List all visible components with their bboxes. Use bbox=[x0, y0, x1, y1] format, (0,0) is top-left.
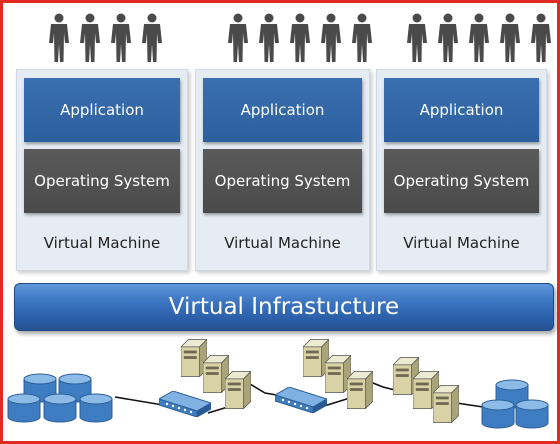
database-icon bbox=[79, 393, 113, 423]
database-icon bbox=[7, 393, 41, 423]
virtual-machine-label: Virtual Machine bbox=[224, 234, 341, 252]
virtual-machine-1: Application Operating System Virtual Mac… bbox=[16, 69, 188, 271]
person-icon bbox=[259, 13, 279, 62]
person-icon bbox=[111, 13, 131, 62]
users-group-2 bbox=[227, 13, 373, 63]
operating-system-layer: Operating System bbox=[24, 149, 180, 213]
switch-icon bbox=[275, 387, 327, 413]
storage-cluster-right bbox=[481, 379, 549, 429]
person-icon bbox=[352, 13, 372, 62]
server-icon bbox=[225, 371, 251, 409]
switch-icon bbox=[159, 391, 211, 417]
users-group-1 bbox=[48, 13, 163, 63]
storage-cluster-left bbox=[7, 373, 113, 423]
person-icon bbox=[49, 13, 69, 62]
database-icon bbox=[481, 399, 515, 429]
person-icon bbox=[469, 13, 489, 62]
virtual-machine-label: Virtual Machine bbox=[43, 234, 161, 252]
person-icon bbox=[407, 13, 427, 62]
virtual-infrastructure-bar: Virtual Infrastucture bbox=[14, 283, 554, 331]
application-layer: Application bbox=[203, 78, 362, 142]
users-group-3 bbox=[406, 13, 552, 63]
person-icon bbox=[80, 13, 100, 62]
application-layer: Application bbox=[384, 78, 539, 142]
database-icon bbox=[515, 399, 549, 429]
person-icon bbox=[531, 13, 551, 62]
person-icon bbox=[438, 13, 458, 62]
person-icon bbox=[142, 13, 162, 62]
application-layer: Application bbox=[24, 78, 180, 142]
database-icon bbox=[43, 393, 77, 423]
operating-system-layer: Operating System bbox=[203, 149, 362, 213]
person-icon bbox=[228, 13, 248, 62]
virtual-machine-2: Application Operating System Virtual Mac… bbox=[195, 69, 370, 271]
physical-hardware-layer bbox=[7, 339, 549, 429]
virtual-machine-label: Virtual Machine bbox=[403, 234, 520, 252]
person-icon bbox=[321, 13, 341, 62]
server-icon bbox=[433, 385, 459, 423]
person-icon bbox=[290, 13, 310, 62]
virtual-machine-3: Application Operating System Virtual Mac… bbox=[376, 69, 547, 271]
server-group-3 bbox=[393, 357, 459, 423]
person-icon bbox=[500, 13, 520, 62]
server-icon bbox=[347, 371, 373, 409]
operating-system-layer: Operating System bbox=[384, 149, 539, 213]
